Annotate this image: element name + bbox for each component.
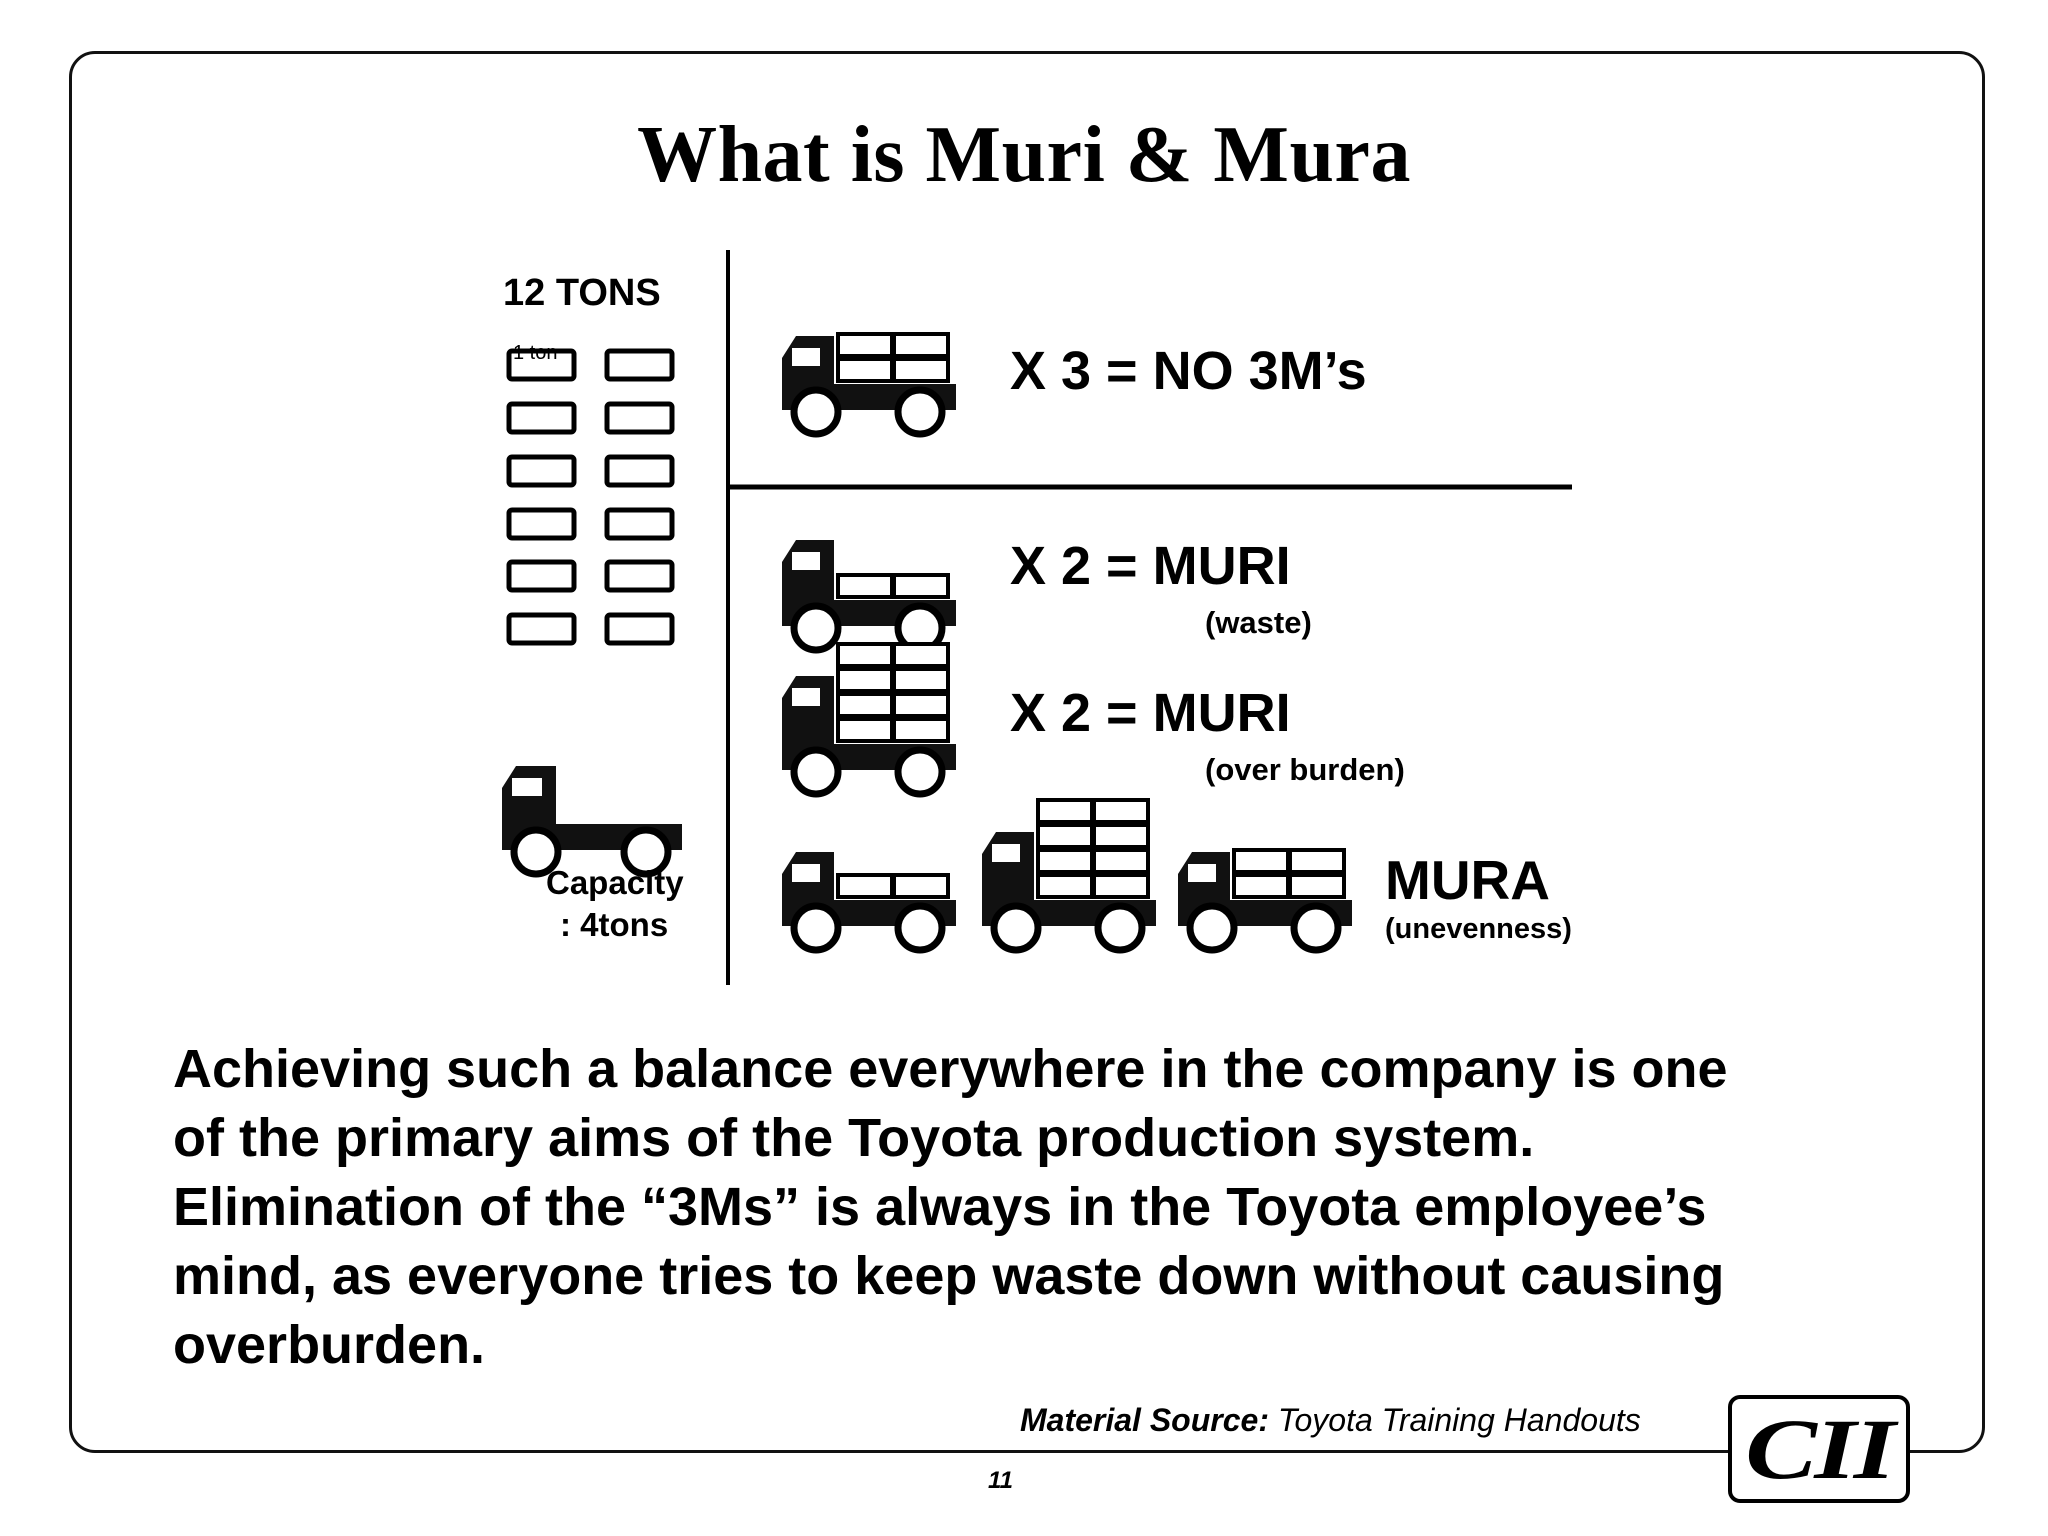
logo-text: CII — [1745, 1401, 1895, 1497]
ton-box — [604, 559, 675, 593]
ton-box — [506, 559, 577, 593]
truck-icon — [982, 798, 1156, 954]
equation-muri-waste: X 2 = MURI — [1010, 536, 1291, 596]
truck-icon — [1178, 848, 1352, 954]
truck-icon — [782, 852, 956, 954]
page-number: 11 — [988, 1467, 1013, 1494]
body-line: mind, as everyone tries to keep waste do… — [173, 1246, 1725, 1306]
body-line: overburden. — [173, 1315, 486, 1375]
capacity-value: : 4tons — [560, 906, 669, 943]
note-waste: (waste) — [1205, 605, 1312, 640]
body-line: Achieving such a balance everywhere in t… — [173, 1039, 1728, 1099]
equation-no-3ms: X 3 = NO 3M’s — [1010, 341, 1367, 401]
ton-box — [604, 612, 675, 646]
ton-box — [604, 507, 675, 541]
box-unit-label: 1 ton — [513, 342, 558, 364]
ton-box — [506, 348, 577, 382]
ton-boxes — [506, 348, 675, 646]
ton-box — [506, 507, 577, 541]
truck-icon — [782, 332, 956, 438]
source-label: Material Source: — [1020, 1402, 1269, 1438]
equation-muri-overburden: X 2 = MURI — [1010, 683, 1291, 743]
truck-icon — [782, 642, 956, 798]
mura-note: (unevenness) — [1385, 913, 1572, 945]
ton-box — [506, 612, 577, 646]
source-text: Toyota Training Handouts — [1277, 1402, 1641, 1438]
capacity-label: Capacity — [546, 864, 684, 901]
ton-box — [506, 454, 577, 488]
ton-box — [604, 401, 675, 435]
material-source: Material Source: Toyota Training Handout… — [1020, 1402, 1641, 1439]
ton-box — [604, 348, 675, 382]
body-line: Elimination of the “3Ms” is always in th… — [173, 1177, 1707, 1237]
slide-frame — [69, 51, 1985, 1453]
total-load-label: 12 TONS — [503, 272, 661, 314]
mura-label: MURA — [1385, 849, 1550, 911]
body-line: of the primary aims of the Toyota produc… — [173, 1108, 1535, 1168]
truck-icon — [782, 540, 956, 654]
ton-box — [604, 454, 675, 488]
slide-title: What is Muri & Mura — [637, 111, 1411, 199]
truck-icon — [502, 766, 682, 878]
note-overburden: (over burden) — [1205, 752, 1405, 787]
body-paragraph: Achieving such a balance everywhere in t… — [173, 1035, 1873, 1380]
cii-logo: CII — [1728, 1395, 1910, 1503]
ton-box — [506, 401, 577, 435]
